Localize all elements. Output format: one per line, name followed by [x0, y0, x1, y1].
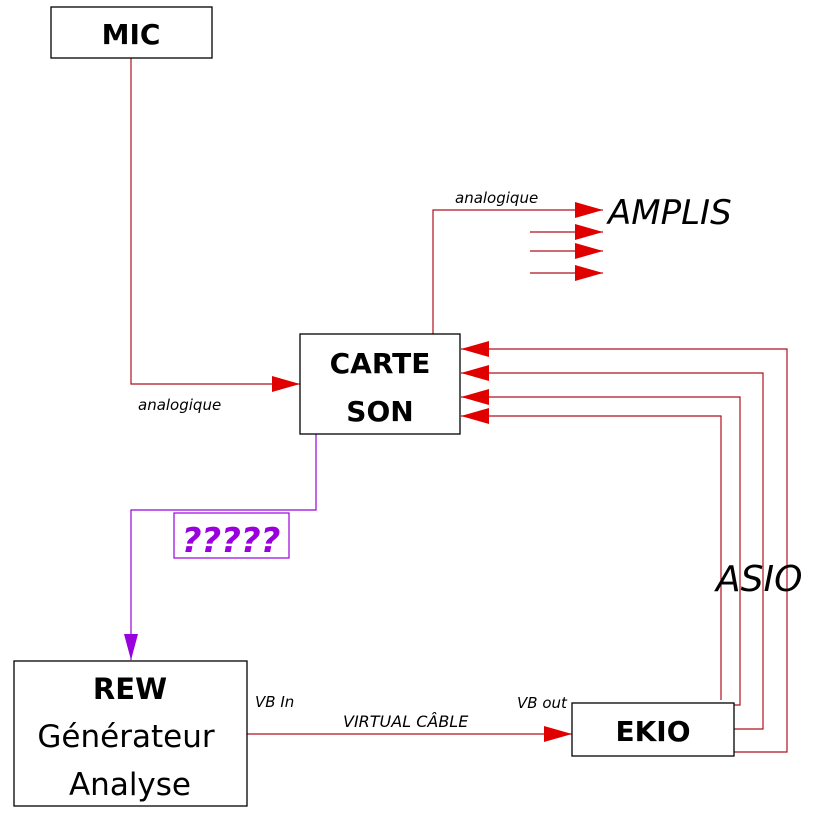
asio-channel-4: [461, 408, 722, 700]
carte-son-box[interactable]: [299, 333, 461, 435]
edge-carte-to-rew: ?????: [124, 434, 317, 660]
edge-carte-to-amplis: analogique: [432, 189, 603, 334]
mic-box[interactable]: [50, 6, 213, 59]
vb-out-label: VB out: [517, 694, 568, 712]
edge-ekio-to-carte-asio: [461, 341, 788, 753]
connector-line-unknown: [124, 434, 317, 660]
edge-mic-to-carte: analogique: [130, 58, 300, 414]
carte-son-label-line1: CARTE: [330, 347, 431, 380]
connector-line: [130, 58, 300, 392]
unknown-label: ?????: [182, 521, 281, 561]
node-carte-son[interactable]: CARTE SON: [299, 333, 461, 435]
rew-analyse: Analyse: [69, 767, 191, 803]
ekio-box[interactable]: [571, 702, 735, 757]
asio-channel-1: [461, 341, 788, 753]
edge-label-analogique-amplis: analogique: [455, 189, 538, 207]
vb-in-label: VB In: [255, 693, 294, 711]
node-mic[interactable]: MIC: [50, 6, 213, 59]
asio-label: ASIO: [714, 559, 802, 600]
mic-label: MIC: [102, 18, 161, 51]
edge-label-analogique-mic: analogique: [138, 396, 221, 414]
virtual-cable-label: VIRTUAL CÂBLE: [343, 712, 469, 731]
rew-box[interactable]: [13, 660, 248, 807]
rew-title: REW: [93, 672, 167, 706]
node-rew[interactable]: REW Générateur Analyse: [13, 660, 248, 807]
edge-rew-to-ekio: VB In VIRTUAL CÂBLE VB out: [247, 693, 572, 742]
amplis-label: AMPLIS: [606, 193, 732, 233]
carte-son-label-line2: SON: [346, 395, 413, 428]
asio-channel-3: [461, 389, 741, 706]
ekio-label: EKIO: [615, 715, 690, 748]
rew-generateur: Générateur: [37, 719, 214, 755]
node-ekio[interactable]: EKIO: [571, 702, 735, 757]
connector-line: [432, 202, 603, 334]
asio-channel-2: [461, 365, 764, 730]
unknown-label-box: [173, 512, 290, 559]
